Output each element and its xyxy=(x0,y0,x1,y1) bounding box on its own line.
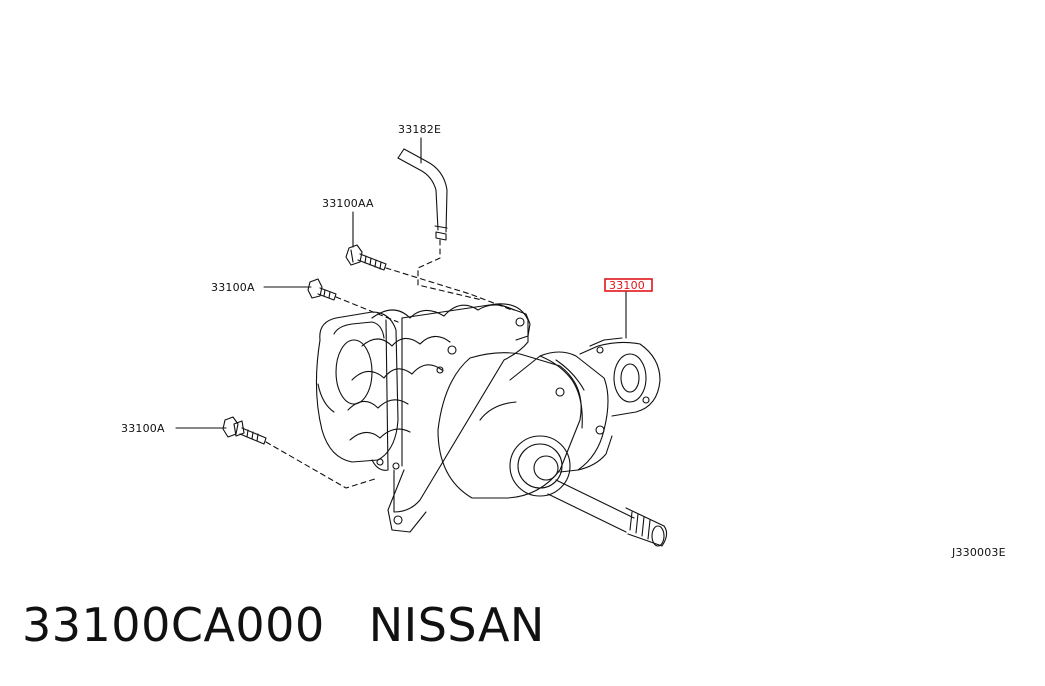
figure-code: J330003E xyxy=(951,546,1006,559)
dashed-stud-path xyxy=(385,267,513,311)
bolt-lower xyxy=(222,416,267,445)
dashed-bolt-upper-path xyxy=(335,296,399,323)
callout-33100aa: 33100AA xyxy=(322,197,374,210)
callout-highlight-box xyxy=(604,278,653,292)
callout-33100a-upper: 33100A xyxy=(211,281,255,294)
dashed-bolt-lower-path xyxy=(265,441,379,489)
callout-33100a-lower: 33100A xyxy=(121,422,165,435)
part-caption: 33100CA000 NISSAN xyxy=(22,598,545,652)
stud-bolt-upper xyxy=(345,244,387,271)
brand-name: NISSAN xyxy=(368,598,545,652)
bolt-upper xyxy=(307,278,337,301)
transfer-assembly xyxy=(315,303,668,547)
part-number: 33100CA000 xyxy=(22,598,325,652)
breather-hose xyxy=(397,148,448,241)
dashed-hose-path xyxy=(417,239,483,301)
callout-33182e: 33182E xyxy=(398,123,441,136)
callout-33100: 33100 xyxy=(609,279,645,292)
